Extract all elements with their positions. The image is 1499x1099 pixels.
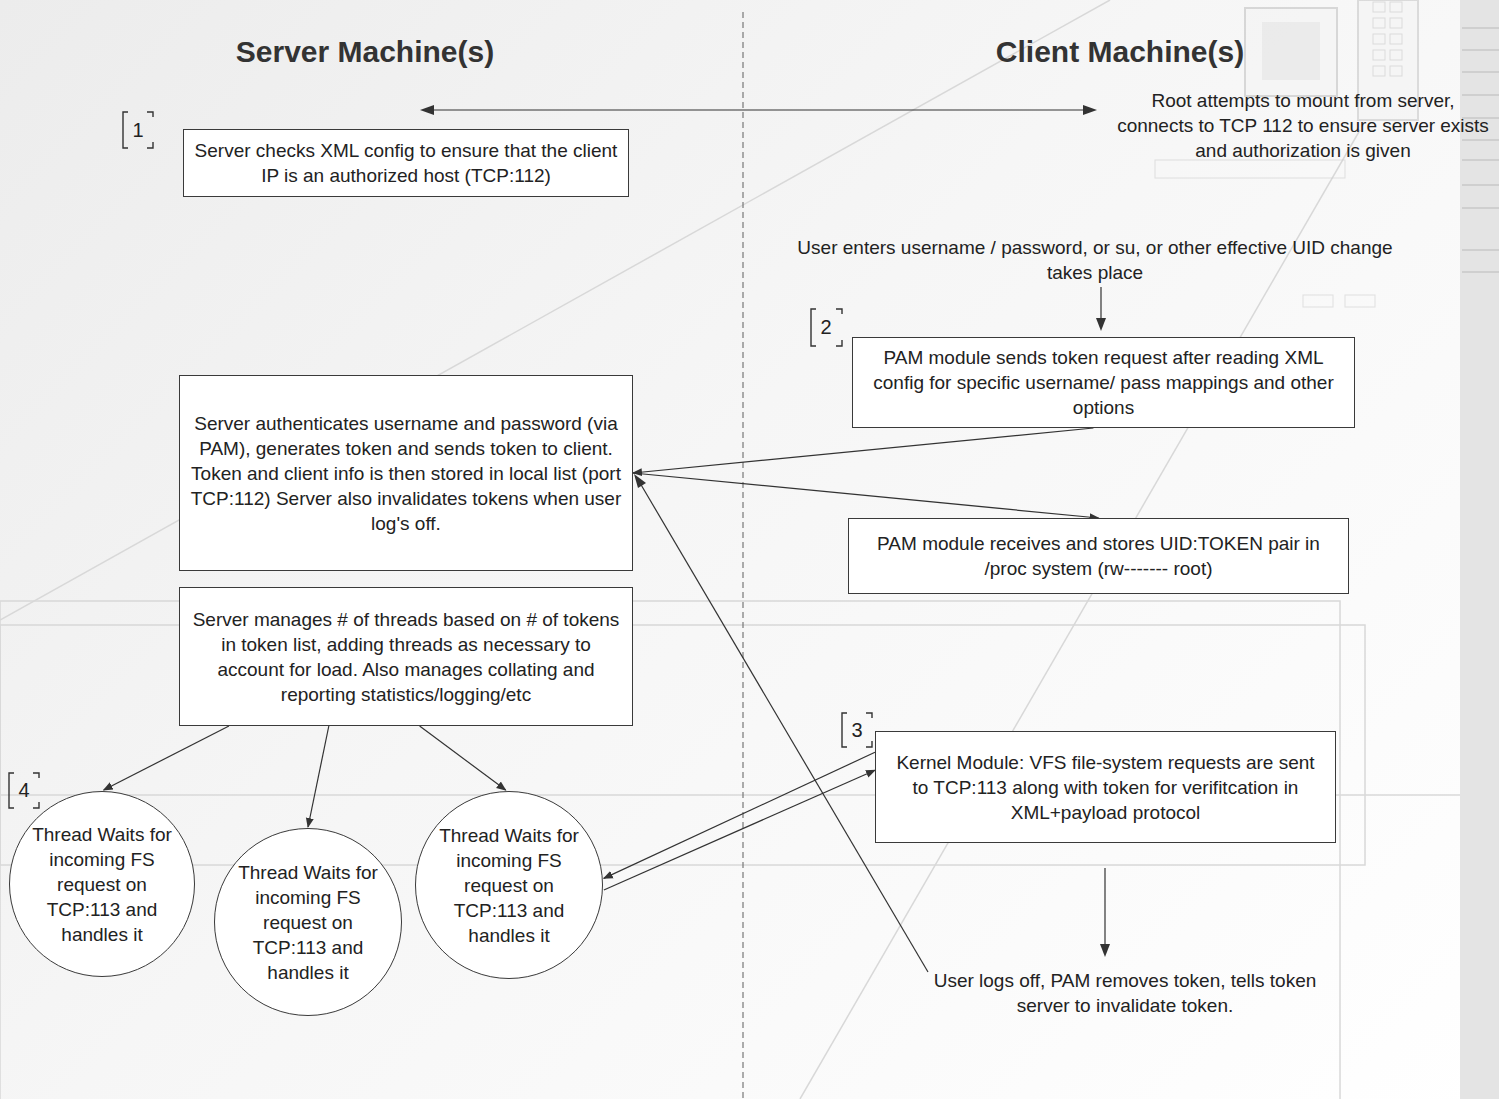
node-text: Server authenticates username and passwo… (190, 411, 622, 536)
process-box: PAM module sends token request after rea… (852, 337, 1355, 428)
divider (742, 12, 743, 1099)
node-text: Thread Waits for incoming FS request on … (24, 822, 180, 947)
connector-arrow (308, 726, 329, 827)
connector-arrow (104, 726, 229, 790)
node-text: Thread Waits for incoming FS request on … (229, 860, 387, 985)
thread-circle: Thread Waits for incoming FS request on … (214, 828, 402, 1016)
callout-number: 4 (14, 779, 34, 801)
node-text: PAM module sends token request after rea… (863, 345, 1344, 420)
note-text: Root attempts to mount from server, conn… (1115, 88, 1491, 163)
note-text: User enters username / password, or su, … (790, 235, 1400, 285)
process-box: Server checks XML config to ensure that … (183, 129, 629, 197)
connector-arrow (604, 770, 875, 890)
thread-circle: Thread Waits for incoming FS request on … (415, 791, 603, 979)
column-heading: Server Machine(s) (190, 34, 540, 70)
node-text: Thread Waits for incoming FS request on … (430, 823, 588, 948)
callout-number: 1 (128, 119, 148, 141)
connector-arrow (633, 428, 1093, 473)
connector-arrow (420, 726, 506, 790)
process-box: Server authenticates username and passwo… (179, 375, 633, 571)
process-box: PAM module receives and stores UID:TOKEN… (848, 518, 1349, 594)
callout-number: 3 (847, 719, 867, 741)
connector-arrow (604, 752, 875, 878)
connector-arrow (633, 473, 1099, 518)
callout-number: 2 (816, 316, 836, 338)
side-strip (1460, 0, 1499, 1099)
callout-brackets (9, 112, 872, 808)
process-box: Kernel Module: VFS file-system requests … (875, 731, 1336, 843)
node-text: Kernel Module: VFS file-system requests … (886, 750, 1325, 825)
note-text: User logs off, PAM removes token, tells … (920, 968, 1330, 1018)
node-text: Server manages # of threads based on # o… (190, 607, 622, 707)
column-heading: Client Machine(s) (950, 34, 1290, 70)
node-text: Server checks XML config to ensure that … (194, 138, 618, 188)
thread-circle: Thread Waits for incoming FS request on … (9, 791, 195, 977)
process-box: Server manages # of threads based on # o… (179, 587, 633, 726)
node-text: PAM module receives and stores UID:TOKEN… (859, 531, 1338, 581)
side-ticks (1462, 28, 1499, 272)
